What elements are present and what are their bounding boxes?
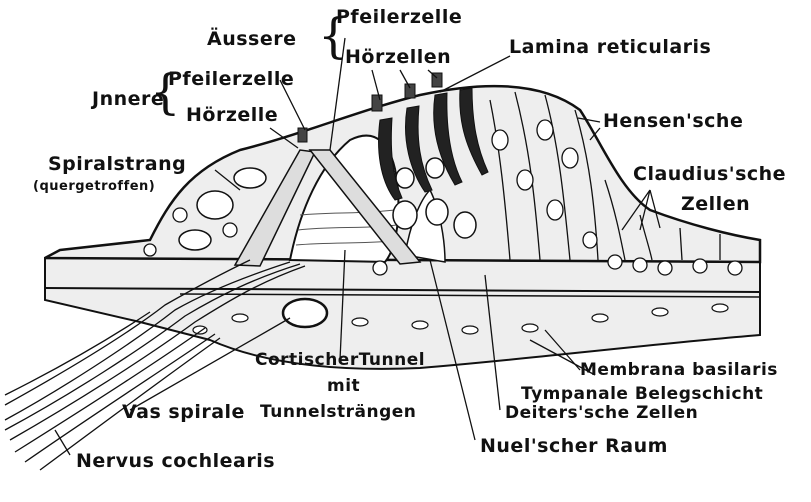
label-cortischer-tunnel-3: Tunnelsträngen [260, 404, 416, 421]
label-claudius-2: Zellen [681, 195, 750, 214]
label-claudius-1: Claudius'sche [633, 165, 786, 184]
label-quergetroffen: (quergetroffen) [33, 180, 155, 193]
vas-spirale [283, 299, 327, 327]
label-tympanale-belegschicht: Tympanale Belegschicht [521, 386, 763, 403]
label-hoerzelle: Hörzelle [186, 106, 278, 125]
label-aussere: Äussere [207, 30, 297, 49]
label-cortischer-tunnel-2: mit [327, 378, 360, 395]
label-membrana-basilaris: Membrana basilaris [580, 362, 778, 379]
label-cortischer-tunnel-1: CortischerTunnel [255, 352, 425, 369]
label-deiterssche-zellen: Deiters'sche Zellen [505, 405, 698, 422]
label-pfeilerzelle-outer: Pfeilerzelle [336, 8, 462, 27]
label-spiralstrang: Spiralstrang [48, 155, 186, 174]
label-vas-spirale: Vas spirale [122, 403, 245, 422]
label-lamina-reticularis: Lamina reticularis [509, 38, 711, 57]
label-innere: Jnnere [92, 90, 164, 109]
label-pfeilerzelle-inner: Pfeilerzelle [168, 70, 294, 89]
label-hoerzellen: Hörzellen [345, 48, 451, 67]
label-hensensche: Hensen'sche [603, 112, 743, 131]
label-nervus-cochlearis: Nervus cochlearis [76, 452, 275, 471]
label-nuelscher-raum: Nuel'scher Raum [480, 437, 668, 456]
